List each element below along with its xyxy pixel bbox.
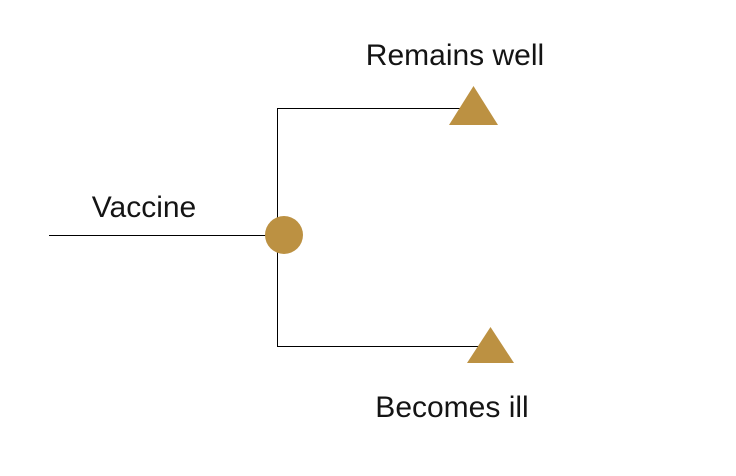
upper-branch-label: Remains well	[365, 39, 545, 72]
upper-branch-line	[277, 107, 474, 109]
root-branch-line	[49, 235, 266, 237]
lower-branch-label: Becomes ill	[375, 391, 529, 424]
root-branch-label: Vaccine	[91, 191, 197, 224]
lower-branch-line	[277, 346, 490, 348]
terminal-node-triangle-icon	[449, 86, 498, 125]
terminal-node-triangle-icon	[467, 327, 514, 363]
chance-node-circle-icon	[265, 216, 303, 254]
